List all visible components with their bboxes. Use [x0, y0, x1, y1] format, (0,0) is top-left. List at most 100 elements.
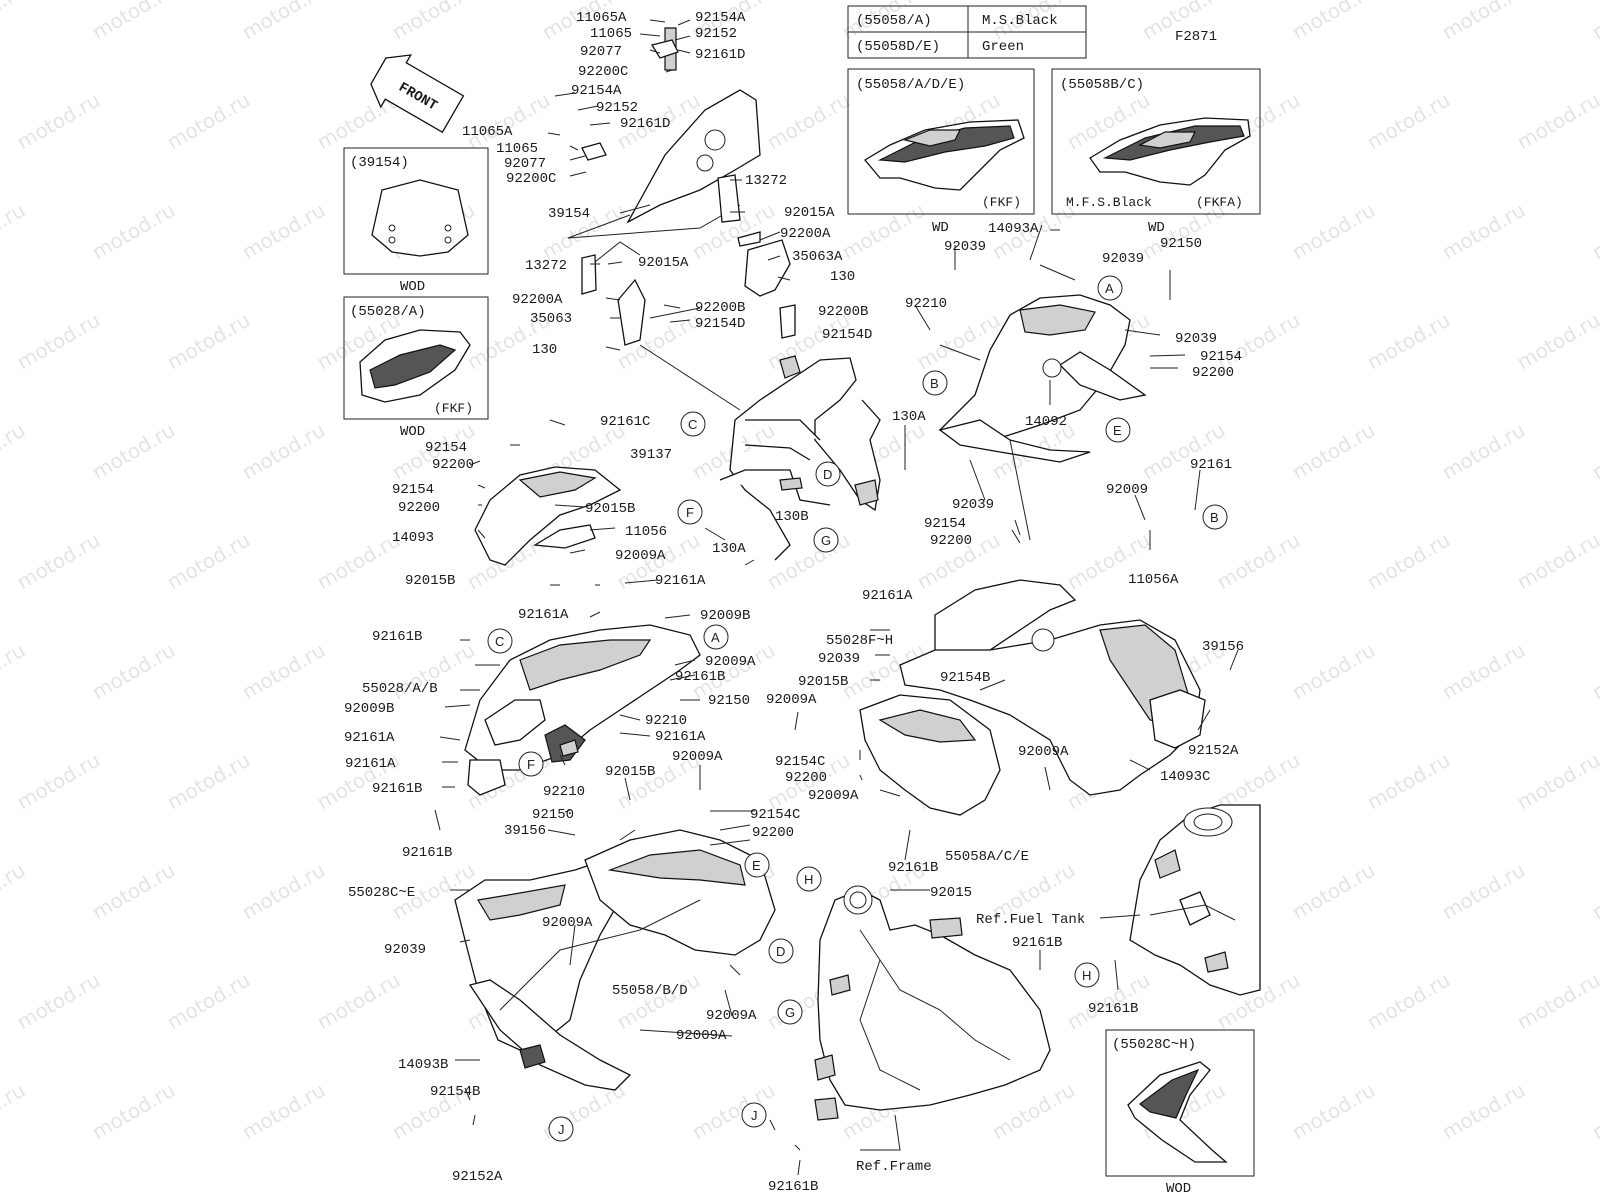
part-label: Ref.Fuel Tank [976, 912, 1085, 928]
part-label: 92161B [768, 1179, 818, 1195]
part-label: 130 [532, 342, 557, 358]
part-label: 92200B [695, 300, 745, 316]
svg-text:D: D [823, 467, 832, 482]
svg-text:C: C [688, 417, 697, 432]
part-label: 92154A [571, 83, 622, 99]
part-label: 55028/A/B [362, 681, 438, 697]
part-label: Ref.Frame [856, 1159, 932, 1175]
part-label: 92152A [452, 1169, 503, 1185]
callout-j-1: J [548, 1116, 574, 1142]
part-label: 92015B [798, 674, 848, 690]
part-label: 92161A [345, 756, 396, 772]
part-label: 14092 [1025, 414, 1067, 430]
part-label: 39154 [548, 206, 590, 222]
part-label: 92200 [752, 825, 794, 841]
part-label: 92152 [596, 100, 638, 116]
part-label: 92200 [930, 533, 972, 549]
part-label: 55058A/C/E [945, 849, 1029, 865]
part-label: 14093 [392, 530, 434, 546]
part-label: 92009A [808, 788, 859, 804]
callout-c-2: C [487, 628, 513, 654]
callout-h-1: H [796, 866, 822, 892]
part-label: 92161B [675, 669, 725, 685]
part-label: 92009A [542, 915, 593, 931]
part-label: 92150 [532, 807, 574, 823]
inset-note: (FKF) [982, 195, 1021, 210]
part-label: 92039 [1175, 331, 1217, 347]
part-label: 92077 [504, 156, 546, 172]
part-label: 92154C [775, 754, 825, 770]
right-upper-cover [938, 294, 1147, 541]
callout-h-2: H [1074, 962, 1100, 988]
part-label: 55028C~E [348, 885, 415, 901]
inset-39154: (39154) WOD [343, 147, 489, 295]
color-table: (55058/A) M.S.Black (55058D/E) Green [847, 5, 1087, 59]
part-label: 92150 [1160, 236, 1202, 252]
inset-title: (55028/A) [350, 304, 426, 320]
part-label: 92015A [638, 255, 689, 271]
part-label: 92077 [580, 44, 622, 60]
part-label: 13272 [745, 173, 787, 189]
inset-55058bc: (55058B/C) M.F.S.Black (FKFA) WD [1051, 68, 1261, 236]
part-label: 92015A [784, 205, 835, 221]
svg-text:A: A [711, 630, 720, 645]
svg-text:J: J [558, 1122, 565, 1137]
svg-text:C: C [495, 634, 504, 649]
leader-lines [434, 19, 1239, 1176]
part-label: 92015B [405, 573, 455, 589]
inset-title: (55028C~H) [1112, 1037, 1196, 1053]
svg-text:D: D [776, 944, 785, 959]
part-label: 14093B [398, 1057, 448, 1073]
part-label: 92009A [672, 749, 723, 765]
part-label: 92200 [1192, 365, 1234, 381]
part-label: 35063A [792, 249, 843, 265]
svg-text:F: F [686, 505, 694, 520]
inset-caption: WD [1148, 220, 1165, 236]
part-label: 92154D [695, 316, 745, 332]
part-label: 92009A [706, 1008, 757, 1024]
part-label: 92154B [940, 670, 990, 686]
inset-note: (FKF) [434, 401, 473, 416]
part-label: 92009B [700, 608, 750, 624]
svg-text:G: G [821, 533, 831, 548]
part-label: 92161A [655, 573, 706, 589]
part-label: 92009A [766, 692, 817, 708]
svg-text:E: E [1113, 423, 1122, 438]
callout-d-1: D [815, 461, 841, 487]
part-label: 92200A [780, 226, 831, 242]
callout-f-1: F [677, 499, 703, 525]
front-cowling [464, 624, 701, 796]
svg-text:B: B [1210, 510, 1219, 525]
part-label: 92154 [924, 516, 966, 532]
part-label: 92161C [600, 414, 650, 430]
part-label: 39137 [630, 447, 672, 463]
right-side-cowling [859, 579, 1206, 816]
upper-frame [719, 355, 881, 561]
inset-55028ch: (55028C~H) WOD [1105, 1029, 1255, 1197]
inset-title: (55058/A/D/E) [856, 77, 965, 93]
part-label: 55058/B/D [612, 983, 688, 999]
part-label: 130A [712, 541, 746, 557]
part-label: 92039 [952, 497, 994, 513]
part-label: 92150 [708, 693, 750, 709]
inset-caption: WOD [1166, 1181, 1191, 1197]
part-label: 11065 [590, 26, 632, 42]
callout-circles: A B E C D F G B C A F E H D G H J J [487, 275, 1228, 1142]
part-label: 92152 [695, 26, 737, 42]
part-label: 92210 [905, 296, 947, 312]
svg-text:H: H [1082, 968, 1091, 983]
part-label: 92161B [372, 781, 422, 797]
svg-text:G: G [785, 1005, 795, 1020]
part-label: 14093C [1160, 769, 1210, 785]
part-label: 92161 [1190, 457, 1232, 473]
part-label: 92161A [344, 730, 395, 746]
part-label: 92009A [676, 1028, 727, 1044]
inset-caption: WD [932, 220, 949, 236]
part-label: 14093A [988, 221, 1039, 237]
color-table-color-2: Green [982, 39, 1024, 55]
part-label: 92161A [862, 588, 913, 604]
part-label: 92154 [1200, 349, 1242, 365]
part-label: 130A [892, 409, 926, 425]
front-arrow: FRONT [370, 54, 465, 134]
